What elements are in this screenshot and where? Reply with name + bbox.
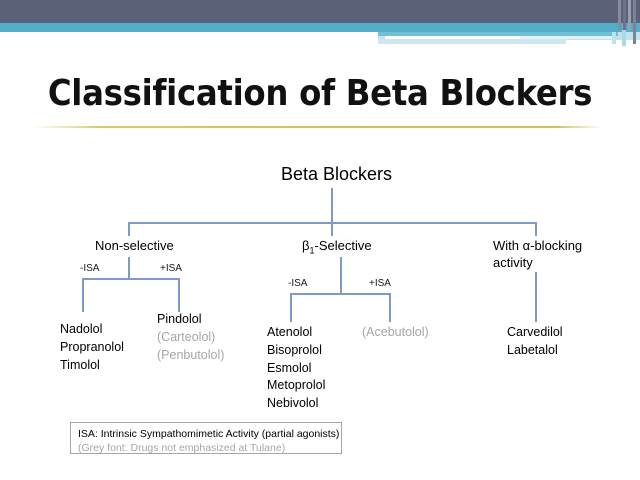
drug-list-nonselective-minus-isa: Nadolol Propranolol Timolol: [60, 321, 124, 374]
connector-branch1-minusISA: [82, 278, 84, 312]
label-branch1-plus-isa: +ISA: [160, 263, 182, 274]
drug-list-alpha-blocking: Carvedilol Labetalol: [507, 324, 563, 360]
drug-item: Metoprolol: [267, 378, 326, 393]
connector-branch1-bar: [82, 278, 180, 280]
banner-stripe-6: [612, 32, 616, 44]
drug-item: Atenolol: [267, 325, 313, 339]
drug-item: Carvedilol: [507, 325, 563, 339]
label-branch2-plus-isa: +ISA: [369, 278, 391, 289]
banner-stripe-5: [622, 30, 626, 46]
banner-teal-band: [0, 23, 640, 32]
drug-item: Bisoprolol: [267, 342, 322, 357]
banner-stripe-1: [618, 0, 621, 30]
banner-accent-light-bar-2: [520, 36, 616, 39]
connector-branch2-minusISA: [290, 293, 292, 322]
banner-accent-white-block: [0, 32, 378, 40]
connector-branch3-stem: [535, 272, 537, 322]
drug-list-nonselective-plus-isa: Pindolol (Carteolol) (Penbutolol): [157, 311, 224, 364]
banner-accent-teal-bar: [378, 32, 618, 36]
connector-drop-branch-3: [535, 222, 537, 236]
connector-root-stem: [331, 188, 333, 223]
beta-subscript: 1: [309, 245, 315, 256]
node-branch-beta1-selective: β1-Selective: [302, 238, 372, 257]
banner-stripe-3: [628, 0, 631, 30]
banner-stripe-4: [633, 0, 636, 44]
drug-item: Pindolol: [157, 312, 202, 326]
connector-drop-branch-2: [331, 222, 333, 236]
node-branch-non-selective: Non-selective: [95, 238, 174, 253]
branch3-label-line2: activity: [493, 254, 533, 270]
branch3-label-line1: With α-blocking: [493, 238, 583, 253]
label-branch1-minus-isa: -ISA: [80, 263, 100, 274]
banner-stripe-2: [623, 0, 626, 30]
drug-item: (Carteolol): [157, 329, 216, 344]
node-root: Beta Blockers: [281, 164, 393, 184]
banner-dark-band: [0, 0, 640, 23]
drug-item: Timolol: [60, 357, 100, 372]
connector-branch2-stem: [340, 257, 342, 293]
connector-branch1-plusISA: [178, 278, 180, 312]
drug-list-beta1-minus-isa: Atenolol Bisoprolol Esmolol Metoprolol N…: [267, 324, 325, 413]
legend-line-isa: ISA: Intrinsic Sympathomimetic Activity …: [78, 428, 340, 440]
connector-drop-branch-1: [128, 222, 130, 236]
drug-list-beta1-plus-isa: (Acebutolol): [362, 324, 429, 342]
drug-item: Esmolol: [267, 360, 312, 375]
beta-label-rest: -Selective: [314, 238, 372, 253]
connector-branch2-bar: [290, 293, 391, 295]
banner-accent-light-bar: [378, 39, 566, 44]
legend-box: ISA: Intrinsic Sympathomimetic Activity …: [70, 422, 342, 454]
beta-symbol: β: [302, 238, 310, 253]
drug-item: (Penbutolol): [157, 347, 225, 362]
drug-item: Nadolol: [60, 322, 103, 336]
title-divider-rule: [33, 126, 602, 128]
connector-branch2-plusISA: [389, 293, 391, 322]
drug-item: (Acebutolol): [362, 325, 429, 339]
page-title: Classification of Beta Blockers: [47, 73, 593, 114]
drug-item: Nebivolol: [267, 396, 319, 410]
legend-line-grey-font: (Grey font: Drugs not emphasized at Tula…: [78, 442, 286, 455]
drug-item: Labetalol: [507, 342, 558, 357]
drug-item: Propranolol: [60, 339, 124, 354]
label-branch2-minus-isa: -ISA: [288, 278, 308, 289]
banner-accent-white-line: [385, 36, 520, 39]
connector-branch1-stem: [128, 257, 130, 278]
node-branch-alpha-blocking: With α-blocking activity: [493, 238, 582, 272]
